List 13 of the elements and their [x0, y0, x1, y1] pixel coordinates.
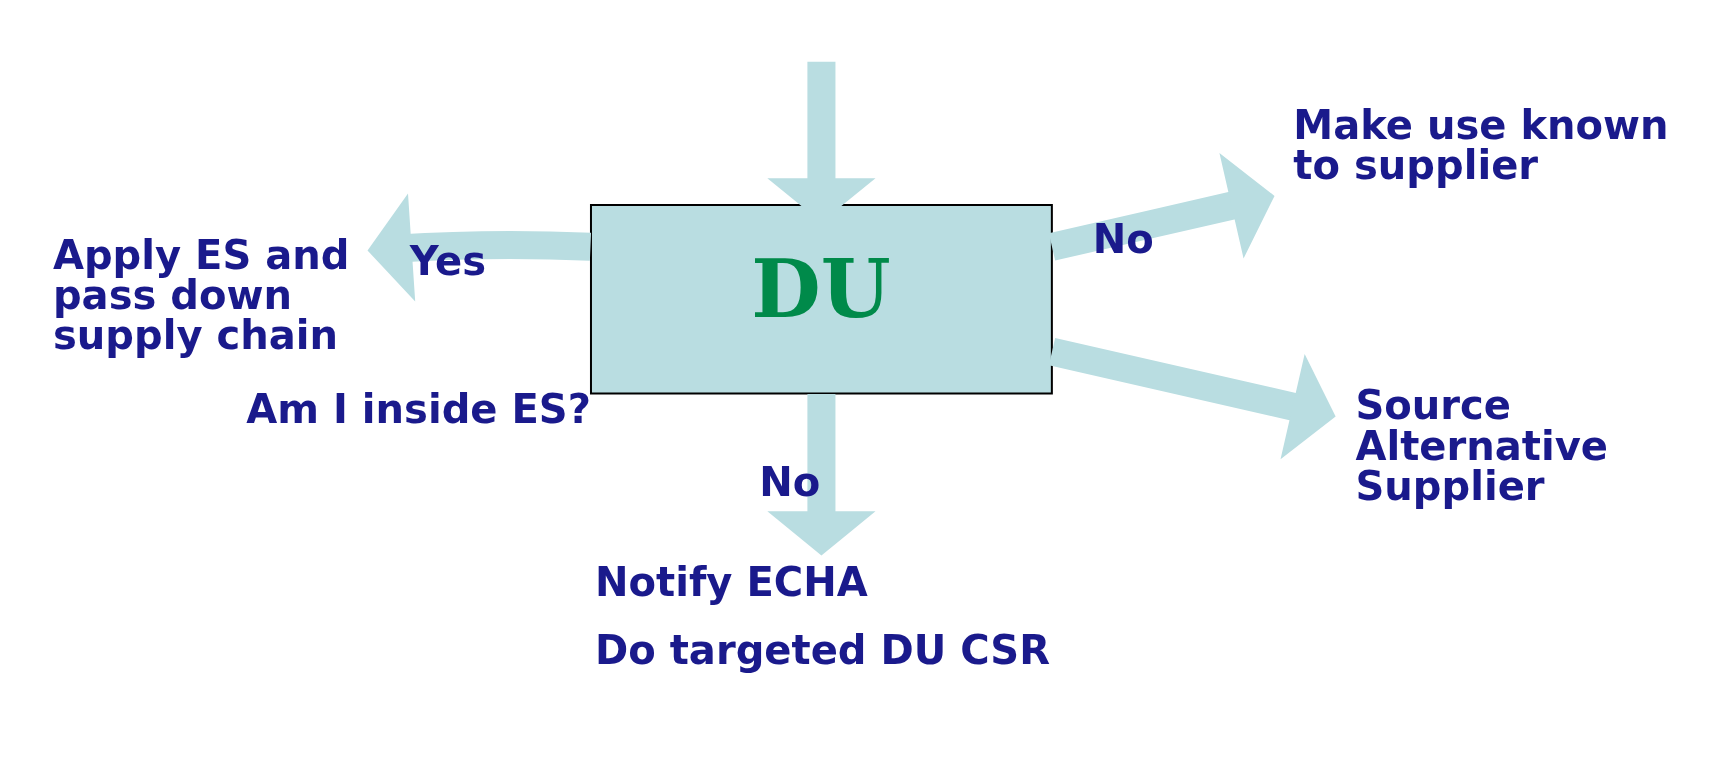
arrow	[1048, 152, 1275, 260]
arrow	[1048, 337, 1336, 459]
node-box: DU	[590, 203, 1053, 394]
node-text: Notify ECHA Do targeted DU CSR	[594, 558, 1051, 673]
node-label: Am I inside ES?	[246, 385, 591, 432]
edge-label: Yes	[409, 237, 487, 284]
arrow	[767, 393, 876, 555]
arrow	[367, 193, 591, 302]
node-text: Source Alternative Supplier	[1355, 381, 1608, 509]
edge-label: No	[1092, 215, 1154, 262]
edge-label: No	[759, 458, 821, 505]
node-text: Apply ES and pass down supply chain	[52, 231, 350, 358]
node-text: Make use known to supplier	[1293, 101, 1669, 188]
